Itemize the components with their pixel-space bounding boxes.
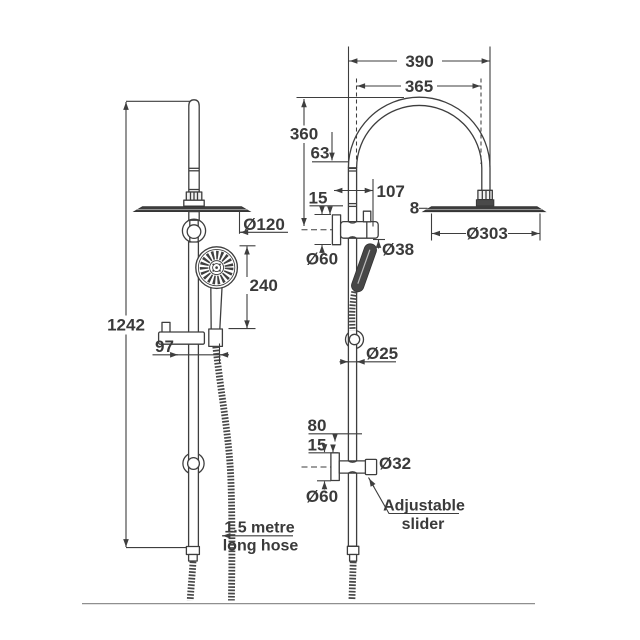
gooseneck-arm-inner xyxy=(355,104,483,169)
dim-plate-thickness: 8 xyxy=(410,199,419,218)
front-neck xyxy=(188,210,200,221)
spray-dot xyxy=(212,263,215,266)
dim-holder-offset: 107 xyxy=(377,182,405,201)
dim-bracket-offset: 97 xyxy=(155,337,174,356)
rail-bottom-connector xyxy=(185,545,201,556)
dim-overall-height: 1242 xyxy=(107,316,145,335)
side-rail-bottom-nipple xyxy=(348,553,358,562)
dim-hand-shower-diameter: Ø120 xyxy=(243,215,285,234)
dimensions-front: 1242 Ø120 240 97 1.5 metre long hose xyxy=(107,100,299,555)
upper-wall-flange xyxy=(331,214,342,246)
dim-arm-height: 360 xyxy=(290,125,318,144)
side-head-nut xyxy=(475,199,495,207)
front-view xyxy=(132,99,252,601)
side-outlet-hose xyxy=(348,561,357,601)
arrow-up-left-icon xyxy=(368,478,376,488)
dim-elbow-diameter: Ø38 xyxy=(382,240,414,259)
spray-dot xyxy=(212,270,215,272)
hand-shower-hose-side xyxy=(349,290,358,331)
dim-slider-gap: 15 xyxy=(308,436,327,455)
side-view xyxy=(301,96,547,601)
upper-ring-inner xyxy=(186,224,202,240)
dim-head-diameter: Ø303 xyxy=(466,224,508,243)
front-riser-rod xyxy=(188,99,200,193)
spray-dot xyxy=(219,263,221,266)
leader-line xyxy=(368,477,459,515)
holder-lever xyxy=(161,321,171,334)
hand-shower-hose xyxy=(212,346,236,601)
dim-rail-diameter: Ø25 xyxy=(366,344,398,363)
arm-waist xyxy=(348,471,357,474)
dim-slider-height: 80 xyxy=(308,416,327,435)
lower-wall-flange xyxy=(330,452,340,482)
handpiece-highlight xyxy=(357,249,371,284)
dim-flange-top-gap: 15 xyxy=(309,189,328,208)
spray-center-dot xyxy=(215,266,218,269)
arm-waist xyxy=(348,236,357,239)
arm-waist xyxy=(348,221,357,224)
label-adjustable-slider-line2: slider xyxy=(402,516,445,533)
hand-shower-handle xyxy=(210,283,223,335)
arm-waist xyxy=(348,460,357,463)
label-adjustable-slider-line1: Adjustable xyxy=(383,498,465,515)
lower-slider-knob-front xyxy=(186,456,201,471)
hand-shower-side xyxy=(351,243,377,293)
front-head-nut xyxy=(183,199,205,207)
holder-bracket-bar xyxy=(157,331,206,345)
hand-shower-face xyxy=(195,246,239,290)
front-rail xyxy=(187,241,200,548)
rail-bottom-nipple xyxy=(187,553,198,562)
label-hose-length-line2: long hose xyxy=(223,538,299,555)
upper-bracket-arm xyxy=(339,220,379,239)
gooseneck-arm-outer xyxy=(347,96,491,169)
handle-end-fitting xyxy=(208,328,224,348)
spray-dot xyxy=(219,270,221,272)
dim-arm-reach-outer: 390 xyxy=(405,52,433,71)
dim-arm-reach-inner: 365 xyxy=(405,77,433,96)
adjustable-slider-stub xyxy=(364,458,378,476)
lower-slider-knob-side xyxy=(348,333,361,346)
dim-flange-bottom-diameter: Ø60 xyxy=(306,487,338,506)
dim-hand-shower-length: 240 xyxy=(250,276,278,295)
dim-slider-diameter: Ø32 xyxy=(379,454,411,473)
hand-shower-holder-post xyxy=(362,210,372,223)
spray-pattern xyxy=(199,250,234,285)
side-rail-bottom-connector xyxy=(346,545,360,556)
label-hose-length-line1: 1.5 metre xyxy=(224,520,294,537)
dim-flange-top-diameter: Ø60 xyxy=(306,250,338,269)
dim-outlet-drop: 63 xyxy=(311,144,330,163)
rail-outlet-hose xyxy=(186,561,197,601)
dimensions-side: 390 365 360 63 15 107 Ø38 xyxy=(290,46,541,533)
